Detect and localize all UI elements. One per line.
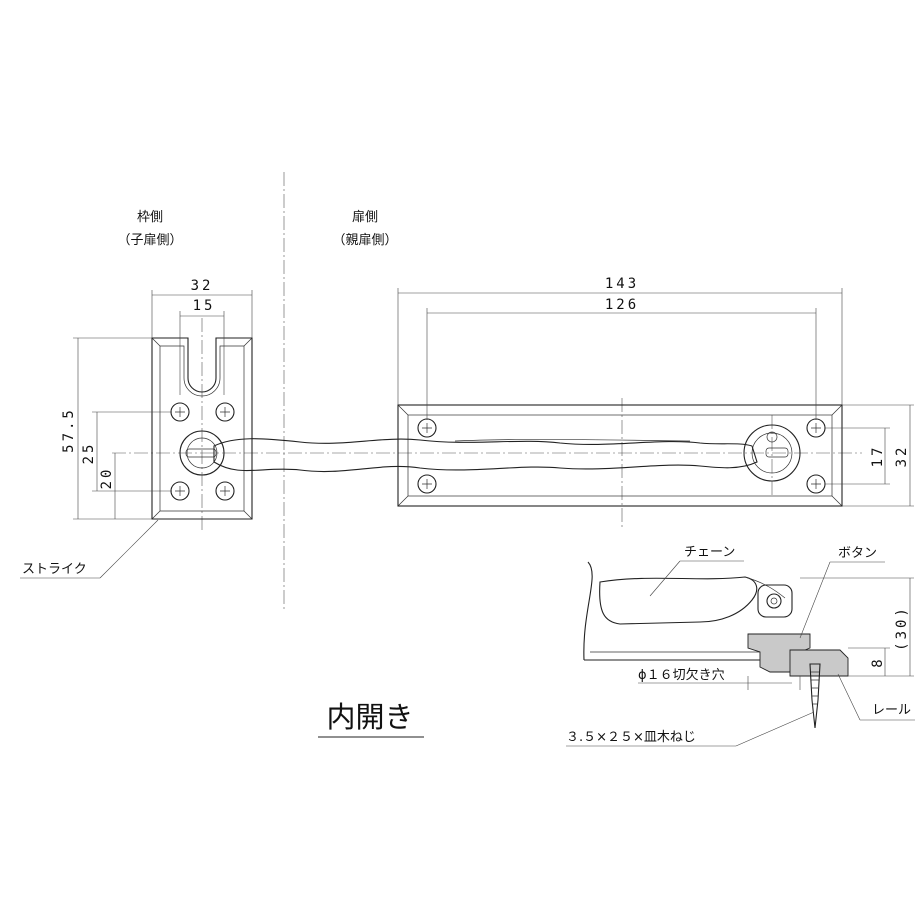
plate-screw-top-right-icon — [806, 418, 826, 438]
dim-strike-slot — [179, 311, 225, 395]
dim-plate-32 — [842, 404, 914, 507]
strike-plate — [151, 337, 253, 520]
rail-label: レール — [872, 703, 911, 718]
section-chain-eye — [757, 584, 793, 618]
button-label: ボタン — [838, 546, 877, 561]
dim-section-30 — [800, 577, 914, 676]
strike-screw-bottom-left-icon — [170, 481, 190, 501]
dim-strike-25 — [92, 411, 172, 492]
section-screw — [809, 663, 821, 729]
button-leader — [799, 561, 885, 639]
section-rail — [789, 649, 849, 677]
chain-label: チェーン — [684, 545, 735, 560]
strike-knob — [179, 430, 225, 476]
dim-strike-20-label: 20 — [99, 467, 115, 490]
dim-section-8 — [848, 647, 914, 677]
notch-hole-label: ϕ１６切欠き穴 — [638, 667, 725, 683]
strike-screw-top-right-icon — [215, 402, 235, 422]
plate-screw-bottom-left-icon — [417, 474, 437, 494]
dim-plate-32-label: 32 — [894, 445, 910, 468]
dim-section-30-label: (30) — [894, 605, 910, 651]
section-chain-body — [599, 576, 786, 625]
title-inward-opening: 内開き — [326, 700, 413, 734]
dim-plate-pitch-label: 126 — [605, 297, 639, 313]
chain-mount-knob — [743, 424, 801, 482]
chain-arm — [213, 438, 758, 473]
strike-screw-top-left-icon — [170, 402, 190, 422]
screw-leader — [566, 711, 815, 747]
plate-screw-bottom-right-icon — [806, 474, 826, 494]
chain-leader — [649, 560, 744, 597]
frame-side-sub-label: （子扉側） — [117, 232, 182, 248]
dim-plate-17-label: 17 — [870, 445, 886, 468]
dim-plate-length-label: 143 — [605, 276, 639, 292]
rail-leader — [837, 673, 915, 721]
screw-label: ３.５×２５×皿木ねじ — [566, 730, 696, 745]
strike-label: ストライク — [22, 562, 87, 577]
dim-strike-slot-label: 15 — [193, 298, 216, 314]
frame-side-label: 枠側 — [137, 210, 163, 225]
door-side-label: 扉側 — [352, 209, 378, 225]
strike-leader — [20, 519, 159, 579]
dim-plate-17 — [825, 427, 890, 485]
dim-plate-pitch — [426, 308, 817, 420]
plate-screw-top-left-icon — [417, 418, 437, 438]
door-side-sub-label: （親扉側） — [332, 232, 397, 248]
dim-plate-length — [397, 288, 843, 405]
strike-screw-bottom-right-icon — [215, 481, 235, 501]
notch-hole-leader — [638, 676, 801, 690]
dim-strike-25-label: 25 — [81, 442, 97, 465]
dim-strike-height-label: 57.5 — [61, 407, 77, 453]
dim-strike-height — [73, 337, 152, 520]
door-plate — [397, 404, 843, 507]
dim-strike-width-label: 32 — [191, 278, 214, 294]
dim-section-8-label: 8 — [870, 656, 886, 667]
dim-strike-width — [151, 290, 253, 338]
